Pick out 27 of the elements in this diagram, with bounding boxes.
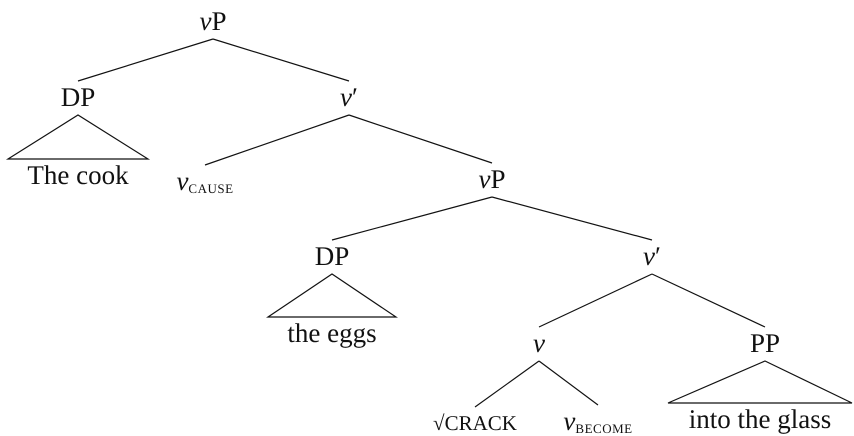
roof-triangle bbox=[667, 360, 853, 404]
tree-label: v′ bbox=[643, 243, 661, 270]
branch-line bbox=[332, 196, 492, 241]
tree-label: DP bbox=[60, 84, 96, 111]
branch-line bbox=[538, 360, 598, 406]
tree-label: √CRACK bbox=[433, 410, 517, 436]
tree-label: v$_{BECOME}$ bbox=[563, 408, 633, 436]
tree-label: vP bbox=[478, 166, 506, 193]
tree-label: DP bbox=[314, 243, 350, 270]
tree-label: vP bbox=[200, 8, 226, 35]
tree-label: into the glass bbox=[688, 406, 832, 433]
tree-label: v$_{CAUSE}$ bbox=[176, 168, 234, 199]
branch-line bbox=[78, 38, 214, 82]
branch-line bbox=[474, 360, 540, 408]
branch-line bbox=[538, 273, 652, 328]
branch-line bbox=[348, 114, 492, 164]
tree-label: The cook bbox=[27, 162, 129, 189]
branch-line bbox=[204, 114, 350, 166]
tree-label: v bbox=[533, 330, 545, 357]
roof-triangle bbox=[6, 114, 150, 160]
roof-triangle bbox=[266, 273, 398, 318]
branch-line bbox=[212, 38, 350, 82]
tree-label: PP bbox=[750, 330, 780, 357]
tree-label: the eggs bbox=[287, 320, 377, 347]
branch-line bbox=[652, 273, 766, 328]
tree-label: v′ bbox=[340, 84, 358, 111]
branch-line bbox=[492, 196, 652, 241]
